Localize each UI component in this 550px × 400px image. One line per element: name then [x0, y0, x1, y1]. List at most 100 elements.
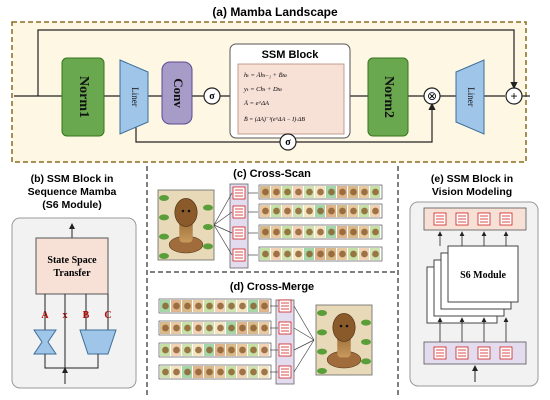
cross-scan-sequence-tile-mark — [295, 207, 302, 215]
cross-scan-sequence-tile-mark — [306, 250, 313, 258]
multiply-node — [423, 87, 441, 105]
s6-input-wire — [44, 354, 99, 369]
cross-merge-lines — [270, 305, 315, 373]
cross-merge-sequence-tile-mark — [206, 368, 213, 376]
state-space-label-line1: State Space — [47, 255, 97, 266]
s6-projection-a — [33, 329, 57, 355]
cross-merge-sequence-tile-mark — [217, 368, 224, 376]
sigma-label-1: σ — [209, 91, 215, 102]
cross-scan-sequence-tile-mark — [284, 250, 291, 258]
panel-c-title: (c) Cross-Scan — [233, 168, 311, 180]
cross-scan-sequence-tile-mark — [317, 207, 324, 215]
panel-b-title-line3: (S6 Module) — [42, 199, 102, 211]
cross-merge-snake-eye — [339, 324, 343, 328]
ssm-equation-1: hₜ = Āhₜ₋₁ + B̄xₜ — [244, 72, 287, 79]
cross-merge-sequence-tile-mark — [261, 346, 268, 354]
add-symbol: + — [510, 89, 517, 103]
cross-merge-sequences — [158, 298, 272, 380]
cross-scan-fan-line — [213, 224, 233, 256]
liner1-block — [119, 59, 149, 135]
panel-e-title-line1: (e) SSM Block in — [431, 173, 513, 185]
ssm-block-title: SSM Block — [262, 49, 320, 61]
cross-scan-sequence-tile-mark — [350, 207, 357, 215]
cross-scan-sequence-tile-mark — [306, 188, 313, 196]
ssm-equation-3: Ā = e^ΔA — [243, 100, 269, 107]
cross-scan-fan-line — [213, 192, 233, 226]
cross-merge-sequence-tile-mark — [261, 302, 268, 310]
cross-merge-fan-line — [293, 339, 315, 351]
cross-scan-snake-leaf — [203, 204, 213, 211]
multiply-symbol: ⊗ — [427, 89, 437, 103]
cross-scan-sequence-tile-mark — [317, 250, 324, 258]
cross-scan-snake-leaf — [203, 224, 213, 230]
cross-merge-sequence-tile-mark — [250, 302, 257, 310]
cross-merge-snake-leaf — [317, 329, 327, 336]
cross-scan-sequence-tile-mark — [339, 228, 346, 236]
cross-merge-sequence-tile-mark — [184, 368, 191, 376]
cross-merge-sequence-tile-mark — [228, 346, 235, 354]
cross-merge-snake-eye — [345, 324, 349, 328]
cross-scan-snake-leaf — [159, 253, 169, 259]
cross-scan-snake-leaf — [203, 243, 213, 250]
cross-scan-snake-leaf — [159, 195, 169, 201]
cross-merge-sequence-tile-mark — [173, 302, 180, 310]
cross-scan-sequence-tile-mark — [361, 250, 368, 258]
ssm-equations-box — [237, 63, 345, 135]
cross-merge-snake-leaf — [361, 319, 371, 326]
cross-merge-sequence-tile-mark — [217, 302, 224, 310]
vision-s6-module-label: S6 Module — [460, 270, 506, 281]
cross-merge-sequence-tile-mark — [261, 324, 268, 332]
cross-scan-snake-eye — [181, 209, 185, 213]
cross-scan-sequence-tile-mark — [372, 188, 379, 196]
cross-scan-sequence-tile-mark — [339, 250, 346, 258]
cross-merge-sequence-tile-mark — [162, 324, 169, 332]
cross-merge-sequence-tile-mark — [206, 346, 213, 354]
cross-merge-sequence-tile-mark — [162, 302, 169, 310]
cross-merge-sequence-tile-mark — [239, 346, 246, 354]
cross-scan-sequence-tile-mark — [350, 228, 357, 236]
cross-merge-sequence-tile-mark — [250, 346, 257, 354]
cross-scan-sequence-tile-mark — [328, 250, 335, 258]
cross-merge-sequence-tile-mark — [195, 368, 202, 376]
cross-merge-sequence-tile-mark — [217, 324, 224, 332]
conv-label: Conv — [171, 78, 186, 108]
cross-merge-sequence-tile-mark — [250, 324, 257, 332]
cross-scan-sequence-tile-mark — [372, 228, 379, 236]
cross-scan-input-image — [157, 189, 215, 261]
cross-scan-snake-hood — [174, 198, 198, 227]
sigma-activation-1 — [203, 87, 221, 105]
cross-scan-sequence-tile-mark — [361, 228, 368, 236]
cross-merge-sequence-tile-mark — [173, 346, 180, 354]
cross-merge-sequence-tile-mark — [195, 324, 202, 332]
cross-merge-sequence-tile-mark — [239, 368, 246, 376]
panel-b-title-line1: (b) SSM Block in — [31, 173, 114, 185]
cross-scan-sequence-tile-mark — [350, 250, 357, 258]
cross-scan-sequence-tile-mark — [339, 207, 346, 215]
liner1-label: Liner — [130, 87, 140, 107]
cross-merge-sequence-tile-mark — [261, 368, 268, 376]
cross-merge-sequence-tile-mark — [228, 324, 235, 332]
cross-scan-sequence-tile-mark — [317, 228, 324, 236]
panel-a-title: (a) Mamba Landscape — [212, 5, 338, 19]
cross-scan-lines — [213, 192, 258, 256]
norm2-block — [367, 57, 409, 137]
norm2-label: Norm2 — [381, 76, 396, 118]
ssm-equation-4: B̄ = (ΔA)⁻¹(e^ΔA − I)·ΔB — [244, 116, 305, 123]
cross-scan-sequence-tile-mark — [350, 188, 357, 196]
ssm-equation-2: yₜ = Chₜ + Dxₜ — [243, 86, 283, 93]
cross-merge-sequence-tile-mark — [239, 324, 246, 332]
cross-scan-sequence-tile-mark — [262, 207, 269, 215]
cross-merge-sequence-tile-mark — [184, 302, 191, 310]
cross-scan-sequence-tile-mark — [372, 250, 379, 258]
cross-merge-sequence-tile-mark — [184, 346, 191, 354]
cross-scan-sequence-tile-mark — [262, 250, 269, 258]
cross-merge-snake-leaf — [317, 368, 327, 374]
cross-merge-snake-hood — [332, 313, 356, 342]
cross-scan-sequences — [258, 184, 383, 262]
cross-scan-fan-line — [213, 224, 233, 234]
cross-scan-sequence-tile-mark — [295, 250, 302, 258]
panel-d-title: (d) Cross-Merge — [230, 281, 314, 293]
cross-merge-sequence-tile-mark — [228, 368, 235, 376]
cross-scan-sequence-tile-mark — [328, 207, 335, 215]
cross-scan-sequence-tile-mark — [328, 188, 335, 196]
